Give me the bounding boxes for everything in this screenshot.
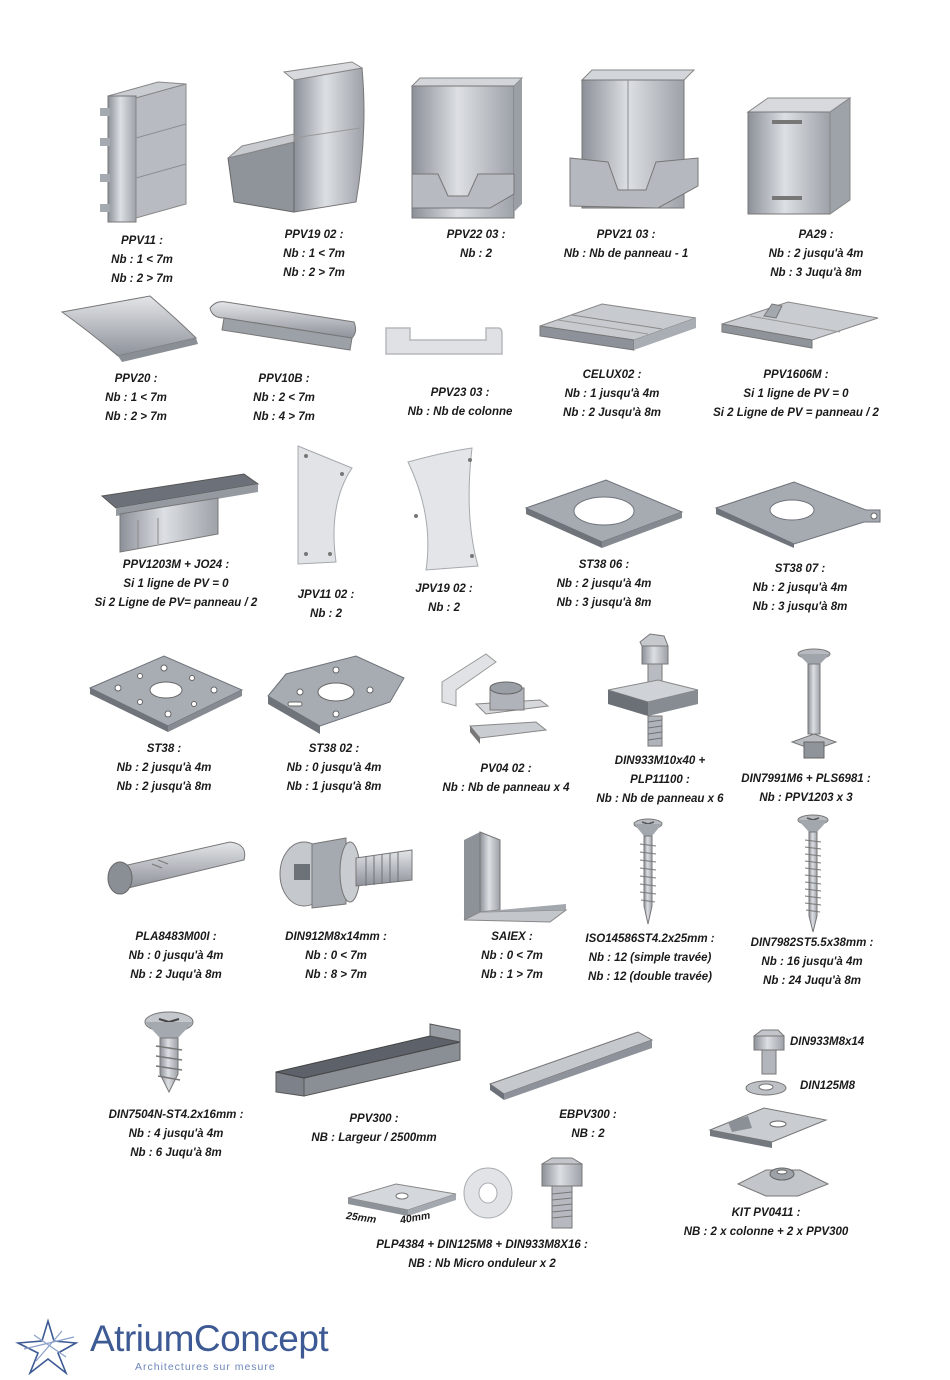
st3807-plate-image — [714, 478, 882, 548]
kit-clamp-image — [708, 1102, 830, 1148]
din7504-screw-image — [142, 1010, 196, 1094]
saiex-bracket-image — [460, 830, 570, 926]
ppv1902-profile-image — [224, 61, 366, 213]
ppv2203-caption: PPV22 03 :Nb : 2 — [446, 229, 506, 260]
iso14586-caption: ISO14586ST4.2x25mm :Nb : 12 (simple trav… — [585, 933, 715, 983]
kit-din933m8x14-bolt-image — [750, 1029, 786, 1076]
brand-tagline: Architectures sur mesure — [135, 1361, 276, 1373]
plp4384-plate-image — [346, 1180, 458, 1218]
kitpv0411-caption: KIT PV0411 :NB : 2 x colonne + 2 x PPV30… — [683, 1207, 849, 1238]
pv0402-caption: PV04 02 :Nb : Nb de panneau x 4 — [442, 763, 570, 794]
star-logo-icon — [15, 1318, 79, 1375]
ppv10b-profile-image — [206, 298, 358, 354]
ppv11-profile-image — [96, 78, 192, 223]
ppv300-profile-image — [274, 1020, 466, 1098]
ebpv300-caption: EBPV300 :NB : 2 — [559, 1109, 617, 1140]
din7991-screw-image — [790, 646, 838, 760]
st3806-plate-image — [524, 478, 684, 550]
pa29-profile-image — [746, 96, 852, 216]
ppv1203m-profile-image — [98, 470, 260, 554]
celux02-profile-image — [538, 300, 698, 352]
ppv2203-profile-image — [408, 77, 526, 219]
kit-base-image — [736, 1160, 830, 1200]
plp4384-bolt-image — [538, 1157, 586, 1230]
jpv1102-caption: JPV11 02 :Nb : 2 — [297, 589, 355, 620]
ppv2303-caption: PPV23 03 :Nb : Nb de colonne — [407, 387, 513, 418]
st38-plate-image — [88, 654, 244, 734]
plp4384-caption: PLP4384 + DIN125M8 + DIN933M8X16 :NB : N… — [376, 1239, 588, 1270]
pv0402-clamp-image — [440, 652, 550, 746]
din933m10-bolt-image — [606, 632, 700, 748]
atrium-concept-logo — [14, 1315, 354, 1375]
plp4384-washer-image — [462, 1166, 514, 1220]
jpv1902-caption: JPV19 02 :Nb : 2 — [415, 583, 473, 614]
din933m10-caption: DIN933M10x40 +PLP11100 :Nb : Nb de panne… — [596, 755, 724, 805]
ebpv300-rail-image — [488, 1028, 654, 1100]
jpv1902-plate-image — [404, 446, 480, 572]
din125m8-label: DIN125M8 — [800, 1080, 855, 1092]
st3802-plate-image — [266, 654, 408, 736]
din7982-screw-image — [794, 812, 832, 934]
brand-name: AtriumConcept — [90, 1318, 329, 1359]
ppv20-profile-image — [60, 292, 200, 362]
iso14586-screw-image — [630, 816, 666, 926]
din933m8x14-label: DIN933M8x14 — [790, 1036, 865, 1048]
din7991-caption: DIN7991M6 + PLS6981 :Nb : PPV1203 x 3 — [741, 773, 871, 804]
pla8483-pin-image — [102, 838, 248, 900]
ppv300-caption: PPV300 :NB : Largeur / 2500mm — [311, 1113, 437, 1144]
ppv1606m-profile-image — [720, 296, 880, 349]
din912-bolt-image — [276, 824, 416, 916]
kit-din125m8-washer-image — [744, 1078, 788, 1098]
ppv2303-profile-image — [384, 324, 503, 358]
ppv2103-caption: PPV21 03 :Nb : Nb de panneau - 1 — [563, 229, 689, 260]
ppv2103-profile-image — [568, 66, 700, 216]
jpv1102-plate-image — [294, 444, 356, 568]
